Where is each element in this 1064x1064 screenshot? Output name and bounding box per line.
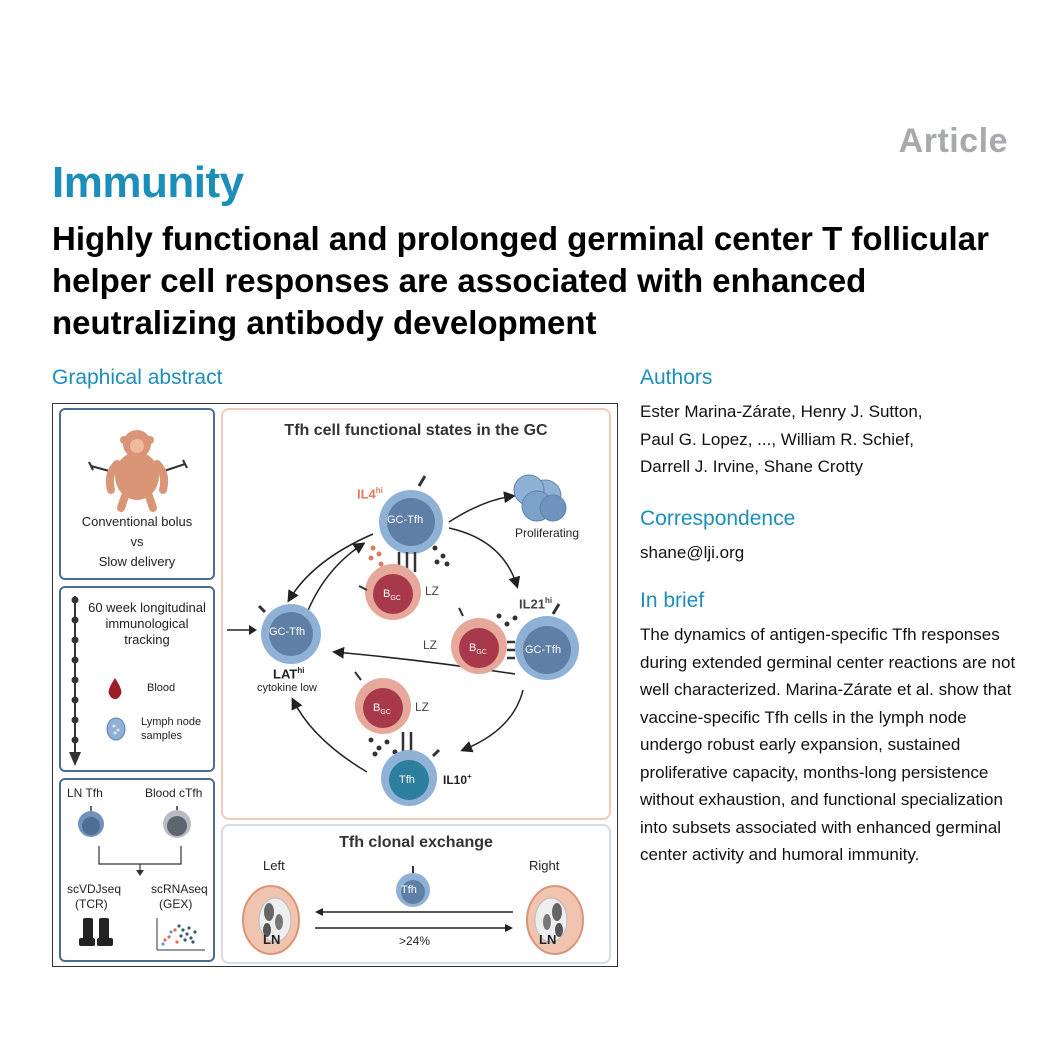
bgc-bottom-label: BGC xyxy=(373,702,391,717)
tracking-label-2: immunological xyxy=(105,616,189,631)
clonal-exchange-panel: Tfh clonal exchange Left Right xyxy=(221,824,611,964)
il4-label: IL4hi xyxy=(357,486,383,502)
bgc-right-label: BGC xyxy=(469,642,487,657)
left-label: Left xyxy=(263,858,285,873)
lymph-node-icon xyxy=(106,717,126,741)
delivery-label-2: vs xyxy=(130,534,144,549)
exchange-percent: >24% xyxy=(399,934,431,948)
cytokine-low-label: cytokine low xyxy=(257,682,317,694)
tfh-states-diagram xyxy=(257,474,579,806)
in-brief-section: In brief The dynamics of antigen-specifi… xyxy=(640,589,1020,869)
tfh-states-title: Tfh cell functional states in the GC xyxy=(284,422,548,439)
macaque-icon xyxy=(88,430,188,512)
article-title: Highly functional and prolonged germinal… xyxy=(52,220,989,341)
gc-tfh-right-label: GC-Tfh xyxy=(525,644,562,656)
authors-line-3[interactable]: Darrell J. Irvine, Shane Crotty xyxy=(640,457,863,476)
scrnaseq-label: scRNAseq xyxy=(151,882,208,896)
lz-right-label: LZ xyxy=(423,638,438,652)
tracking-label-1: 60 week longitudinal xyxy=(88,600,206,615)
blood-ctfh-label: Blood cTfh xyxy=(145,786,203,800)
in-brief-heading: In brief xyxy=(640,589,705,612)
authors-line-1[interactable]: Ester Marina-Zárate, Henry J. Sutton, xyxy=(640,402,923,421)
proliferating-label: Proliferating xyxy=(515,526,580,540)
lat-label: LAThi xyxy=(273,666,305,682)
clonal-exchange-diagram xyxy=(242,866,584,955)
in-brief-text: The dynamics of antigen-specific Tfh res… xyxy=(640,625,1016,864)
sequencing-diagram xyxy=(78,806,205,951)
tfh-bottom-label: Tfh xyxy=(399,774,415,786)
bgc-top-label: BGC xyxy=(383,588,401,603)
scvdjseq-label: scVDJseq xyxy=(67,882,122,896)
authors-heading: Authors xyxy=(640,366,713,389)
input-arrow-icon xyxy=(227,625,257,635)
gc-tfh-left-label: GC-Tfh xyxy=(269,626,306,638)
tfh-states-panel: Tfh cell functional states in the GC xyxy=(221,408,611,820)
il21-label: IL21hi xyxy=(519,596,553,612)
blood-label: Blood xyxy=(147,682,176,694)
tracking-label-3: tracking xyxy=(124,632,170,647)
authors-section: Authors Ester Marina-Zárate, Henry J. Su… xyxy=(640,366,1020,481)
delivery-label-3: Slow delivery xyxy=(98,554,176,569)
lymph-label-2: samples xyxy=(141,730,182,742)
graphical-abstract-heading: Graphical abstract xyxy=(52,366,223,389)
delivery-panel: Conventional bolus vs Slow delivery xyxy=(59,408,215,580)
blood-drop-icon xyxy=(108,678,122,699)
il10-label: IL10+ xyxy=(443,772,472,787)
right-label: Right xyxy=(529,858,560,873)
correspondence-email[interactable]: shane@lji.org xyxy=(640,543,745,562)
sequencing-panel: LN Tfh Blood cTfh xyxy=(59,778,215,962)
journal-name[interactable]: Immunity xyxy=(52,158,244,207)
delivery-label-1: Conventional bolus xyxy=(81,514,193,529)
ln-tfh-label: LN Tfh xyxy=(67,786,103,800)
lz-bottom-label: LZ xyxy=(415,700,430,714)
lymph-label-1: Lymph node xyxy=(141,716,202,728)
right-ln-label: LN xyxy=(539,932,557,947)
graphical-abstract-figure: Conventional bolus vs Slow delivery 60 w… xyxy=(52,403,618,967)
article-type-label: Article xyxy=(898,122,1008,160)
correspondence-section: Correspondence shane@lji.org xyxy=(640,507,1020,567)
clonal-exchange-title: Tfh clonal exchange xyxy=(339,834,493,851)
clonal-tfh-label: Tfh xyxy=(401,884,417,896)
gc-tfh-top-label: GC-Tfh xyxy=(387,514,424,526)
lz-top-label: LZ xyxy=(425,584,440,598)
authors-line-2[interactable]: Paul G. Lopez, ..., William R. Schief, xyxy=(640,429,914,449)
left-ln-label: LN xyxy=(263,932,281,947)
tcr-label: (TCR) xyxy=(75,897,108,911)
gex-label: (GEX) xyxy=(159,897,193,911)
timeline-arrow-icon xyxy=(69,596,81,766)
correspondence-heading: Correspondence xyxy=(640,507,796,530)
tracking-panel: 60 week longitudinal immunological track… xyxy=(59,586,215,772)
